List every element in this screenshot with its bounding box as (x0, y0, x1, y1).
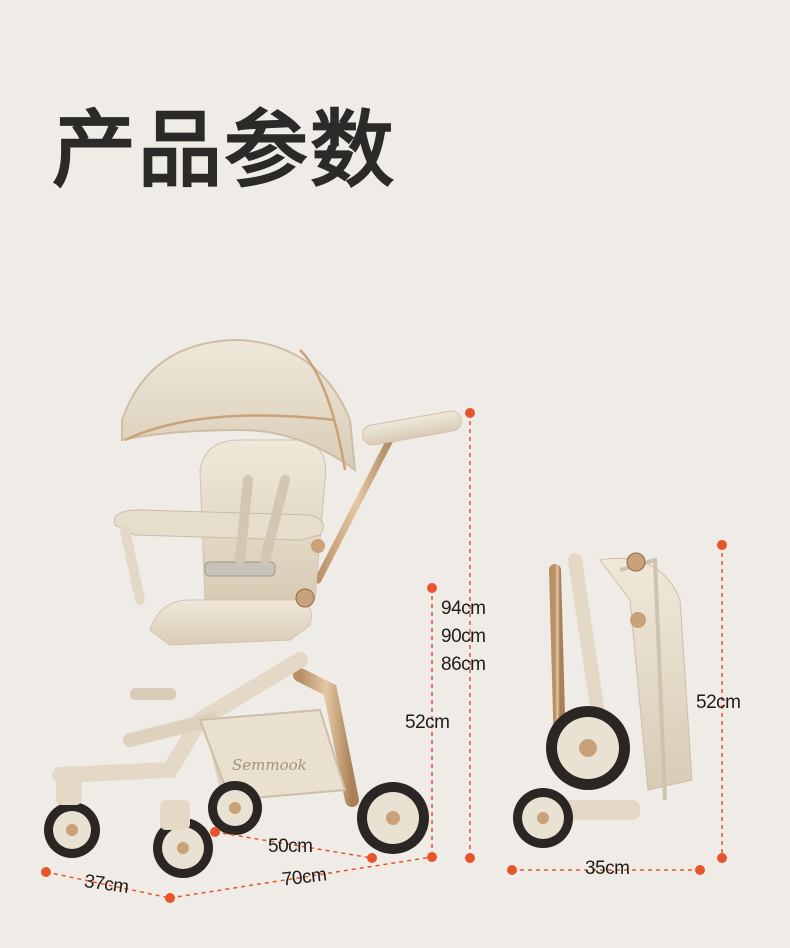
brand-logo: Semmook (232, 756, 307, 774)
folded-width-label: 35cm (585, 858, 630, 879)
wheel-front-right (153, 818, 213, 878)
page-title: 产品参数 (52, 101, 397, 199)
wheel-front-left (44, 802, 100, 858)
wheel-rear-left (208, 781, 262, 835)
footrest (130, 688, 176, 700)
folded-height-label: 52cm (696, 692, 741, 713)
wheel-rear-right (357, 782, 429, 854)
dim-line-wheelbase (214, 831, 373, 859)
stroller-folded (513, 552, 693, 848)
storage-basket (198, 708, 347, 802)
unfolded-height-high: 94cm (441, 598, 486, 619)
dimension-lines (45, 413, 723, 899)
folded-seat (599, 557, 693, 791)
canopy (121, 338, 357, 473)
seat-height-label: 52cm (405, 712, 450, 733)
unfolded-height-mid: 90cm (441, 626, 486, 647)
dim-line-width (45, 871, 171, 899)
handlebar (362, 410, 462, 446)
wheelbase-label: 50cm (268, 836, 313, 857)
dimension-points (41, 408, 727, 903)
stroller-unfolded: Semmook (44, 338, 462, 878)
unfolded-height-low: 86cm (441, 654, 486, 675)
folded-wheel-large (546, 706, 630, 790)
folded-wheel-small (513, 788, 573, 848)
